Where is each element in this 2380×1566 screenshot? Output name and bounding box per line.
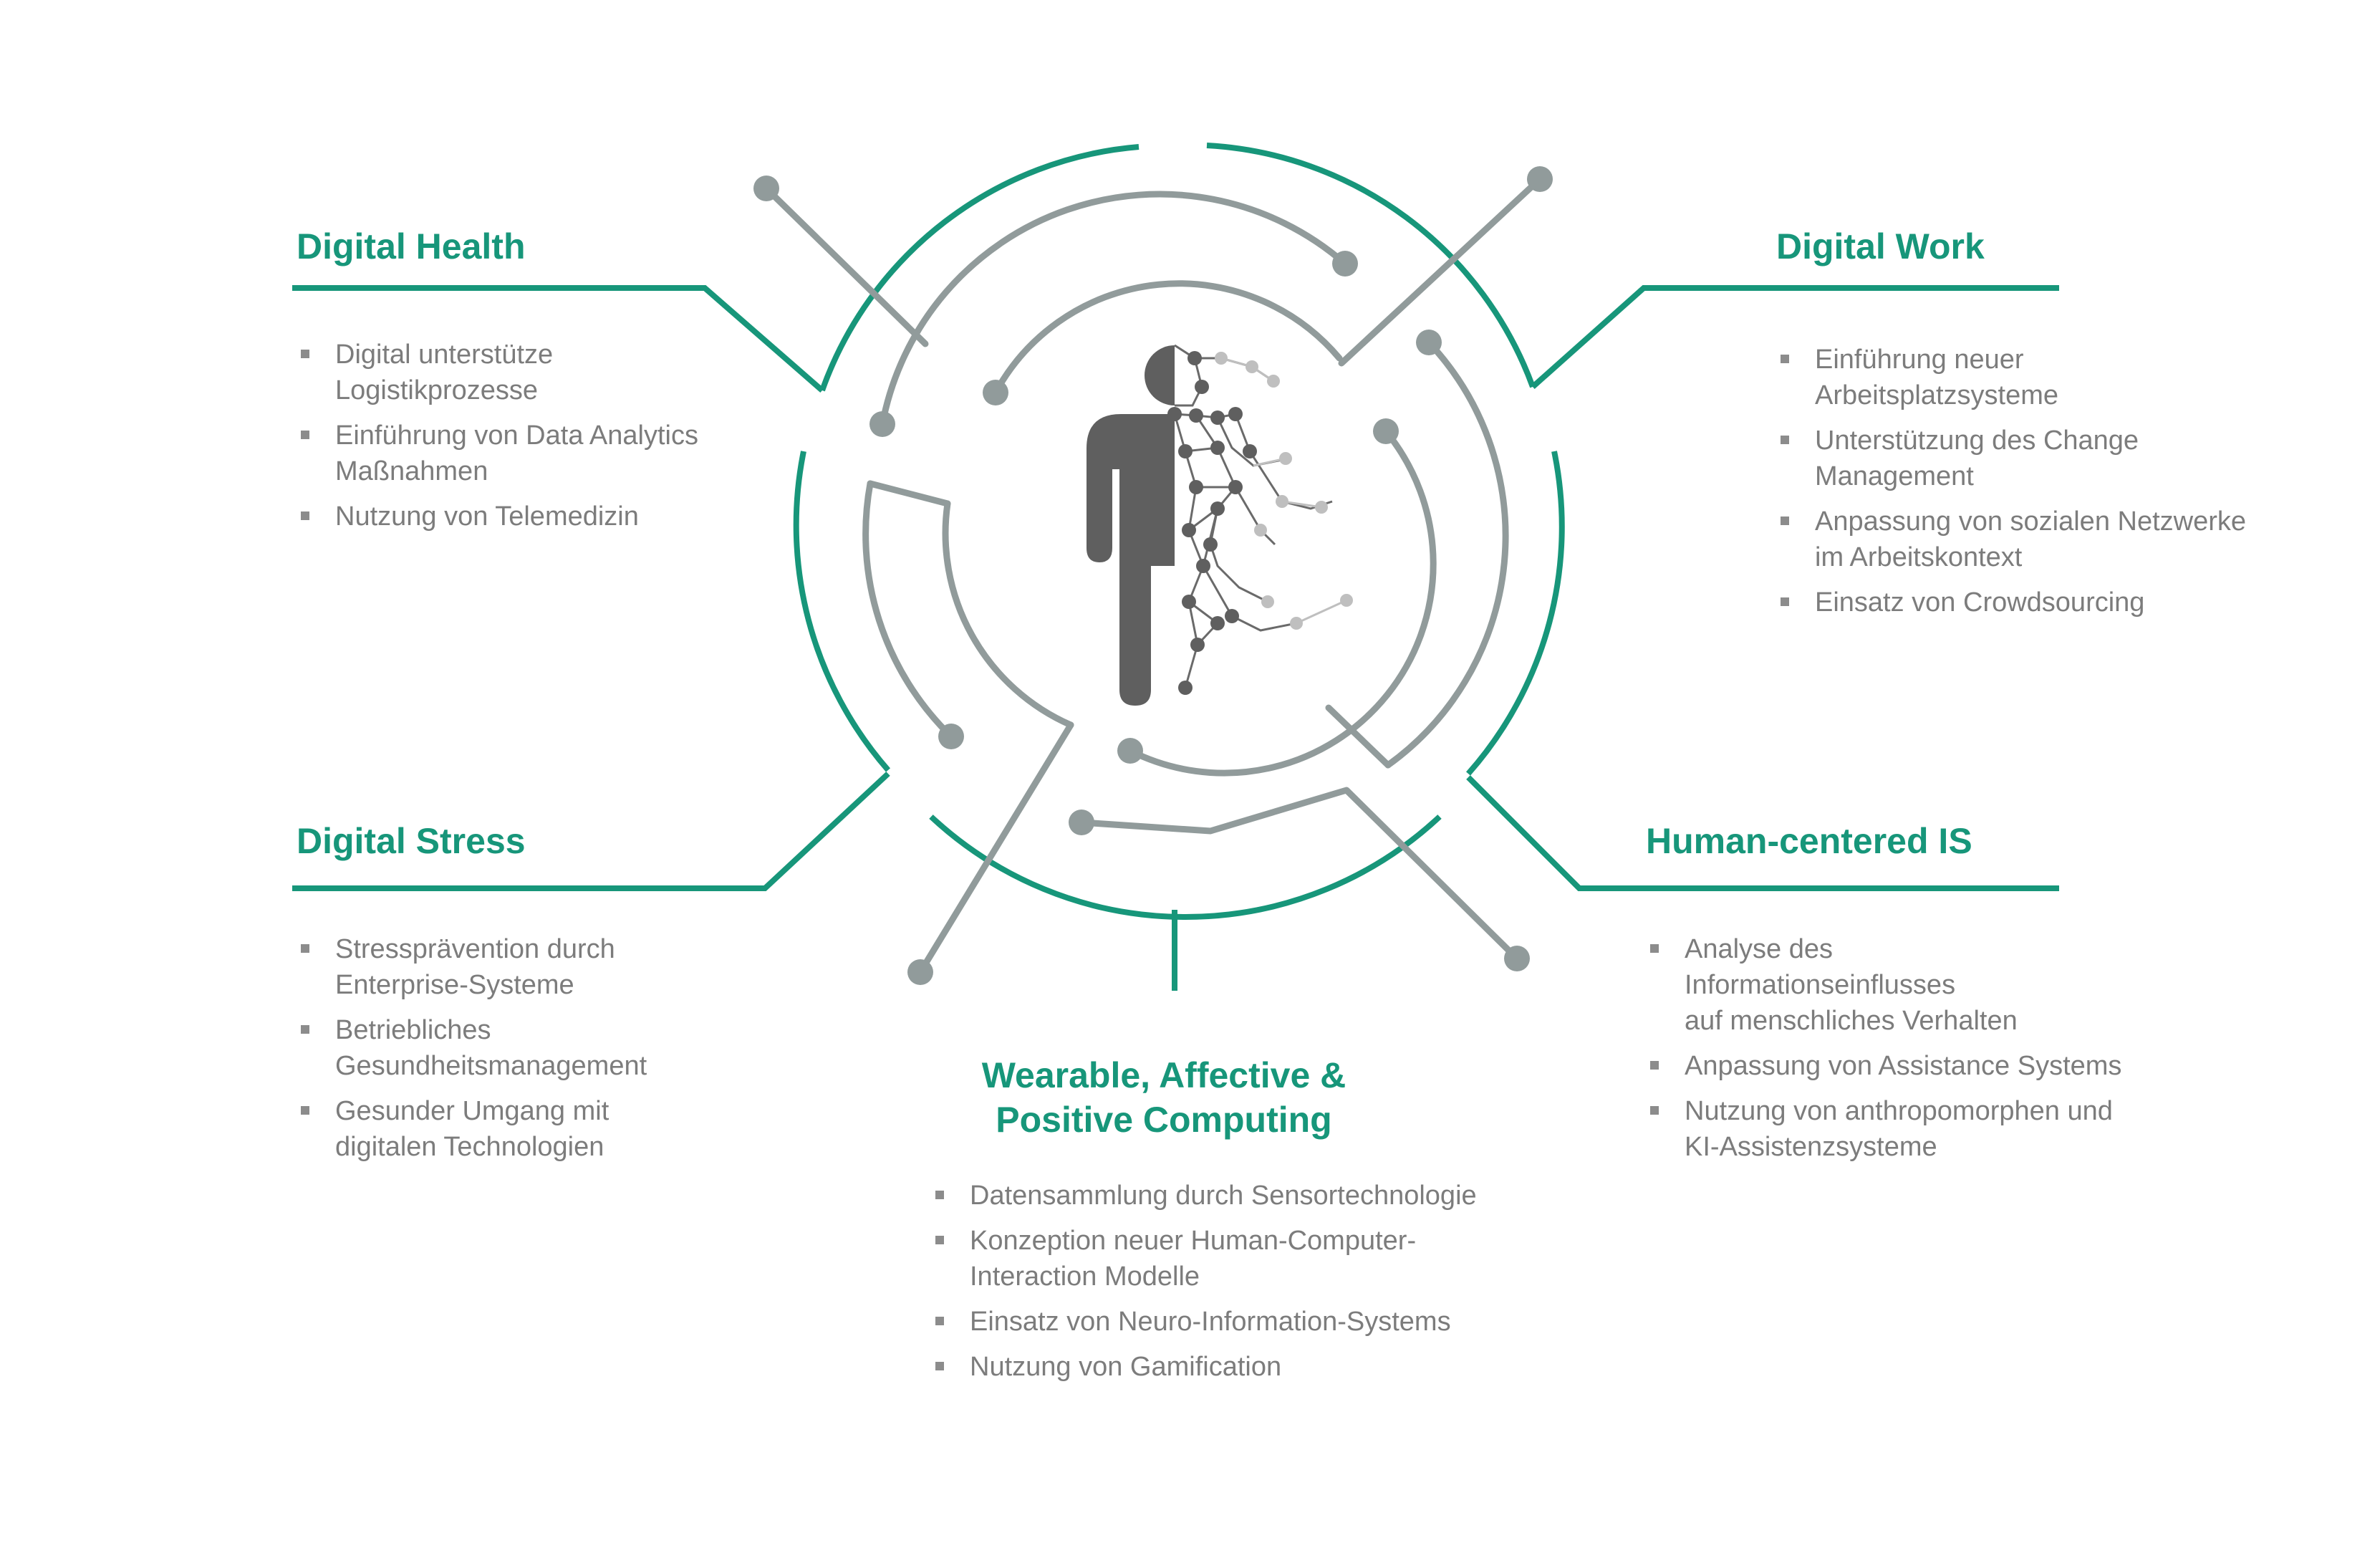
trace-mid-arc-right: [1384, 339, 1509, 769]
section-human-centered-is: Human-centered IS Analyse des Informatio…: [1646, 819, 2190, 1174]
terminal-dot: [1117, 738, 1143, 764]
terminal-dot: [938, 724, 964, 749]
human-ai-figure-icon: [1087, 344, 1353, 706]
section-digital-stress: Digital Stress Stressprävention durch En…: [297, 819, 798, 1174]
connector-digital-stress: [292, 772, 890, 891]
outer-ring: [793, 143, 1565, 921]
list-item: Stressprävention durch Enterprise-System…: [297, 931, 798, 1003]
trace-diagonal-top-left: [763, 185, 929, 347]
list-item: Anpassung von sozialen Netzwerke im Arbe…: [1776, 504, 2321, 575]
trace-mid-arc-top: [879, 191, 1349, 428]
connector-digital-work: [1531, 285, 2059, 389]
trace-left-bend: [867, 480, 951, 507]
outer-ring-arc-right: [1466, 451, 1565, 776]
terminal-dot: [907, 959, 933, 985]
list-item: Nutzung von Gamification: [931, 1349, 1576, 1385]
list-item: Einsatz von Crowdsourcing: [1776, 585, 2321, 620]
list-item: Anpassung von Assistance Systems: [1646, 1048, 2190, 1084]
list-item: Analyse des Informationseinflusses auf m…: [1646, 931, 2190, 1039]
section-connectors: [292, 285, 2059, 991]
list-item: Einführung von Data Analytics Maßnahmen: [297, 418, 798, 489]
terminal-dot: [753, 176, 779, 201]
list-item: Betriebliches Gesundheitsmanagement: [297, 1012, 798, 1084]
bullet-list-wearable-computing: Datensammlung durch Sensortechnologie Ko…: [931, 1178, 1576, 1385]
bullet-list-human-centered-is: Analyse des Informationseinflusses auf m…: [1646, 931, 2190, 1165]
section-wearable-computing: Wearable, Affective & Positive Computing…: [931, 1053, 1576, 1394]
section-title-digital-stress: Digital Stress: [297, 821, 526, 861]
list-item: Konzeption neuer Human-Computer- Interac…: [931, 1223, 1576, 1294]
list-item: Digital unterstütze Logistikprozesse: [297, 337, 798, 408]
terminal-dot: [869, 411, 895, 437]
list-item: Nutzung von Telemedizin: [297, 499, 798, 534]
outer-ring-arc-top-right: [1206, 143, 1536, 388]
trace-diagonal-top-right: [1338, 176, 1543, 367]
section-title-digital-health: Digital Health: [297, 226, 526, 266]
list-item: Datensammlung durch Sensortechnologie: [931, 1178, 1576, 1214]
list-item: Einsatz von Neuro-Information-Systems: [931, 1304, 1576, 1340]
trace-diagonal-bottom-left: [917, 721, 1074, 976]
terminal-dot: [983, 380, 1008, 405]
terminal-dot: [1527, 166, 1553, 192]
trace-mid-arc-left: [862, 480, 955, 740]
terminal-dot: [1069, 810, 1094, 835]
terminal-dot: [1332, 251, 1358, 277]
terminal-dot: [1373, 418, 1399, 444]
trace-inner-arc-top: [992, 280, 1343, 396]
list-item: Gesunder Umgang mit digitalen Technologi…: [297, 1093, 798, 1165]
outer-ring-arc-bottom: [929, 815, 1442, 921]
connector-digital-health: [292, 285, 824, 393]
section-digital-work: Digital Work Einführung neuer Arbeitspla…: [1776, 224, 2321, 630]
trace-inner-arc-right: [1127, 428, 1437, 777]
trace-mid-arc-bottom: [1078, 787, 1521, 962]
bullet-list-digital-work: Einführung neuer Arbeitsplatzsysteme Unt…: [1776, 342, 2321, 620]
terminal-dot: [1504, 946, 1530, 971]
outer-ring-arc-top-left: [819, 144, 1140, 392]
section-title-digital-work: Digital Work: [1776, 226, 1985, 266]
circuit-terminals: [753, 166, 1553, 985]
section-digital-health: Digital Health Digital unterstütze Logis…: [297, 224, 798, 544]
bullet-list-digital-health: Digital unterstütze Logistikprozesse Ein…: [297, 337, 798, 534]
list-item: Nutzung von anthropomorphen und KI-Assis…: [1646, 1093, 2190, 1165]
list-item: Unterstützung des Change Management: [1776, 423, 2321, 494]
circuit-traces: [763, 176, 1543, 976]
terminal-dot: [1416, 330, 1442, 355]
outer-ring-arc-left: [793, 451, 891, 772]
connector-human-centered: [1466, 775, 2059, 891]
trace-inner-arc-left: [942, 500, 1074, 729]
trace-diagonal-inner-right: [1325, 704, 1392, 769]
list-item: Einführung neuer Arbeitsplatzsysteme: [1776, 342, 2321, 413]
bullet-list-digital-stress: Stressprävention durch Enterprise-System…: [297, 931, 798, 1165]
section-title-human-centered-is: Human-centered IS: [1646, 821, 1972, 861]
section-title-wearable-computing: Wearable, Affective & Positive Computing: [981, 1055, 1346, 1140]
